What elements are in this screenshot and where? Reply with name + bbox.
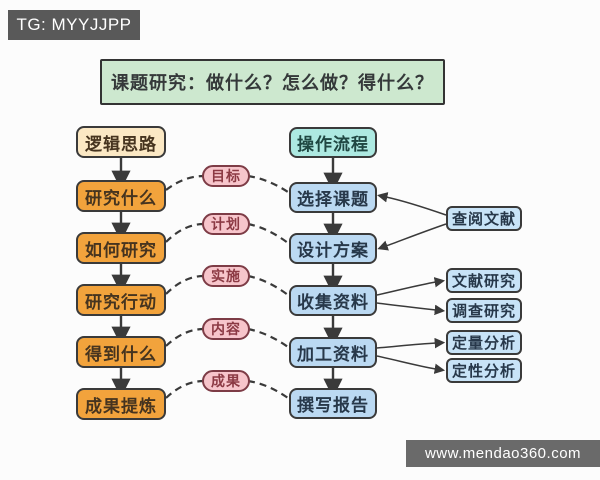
left-step-refine-results: 成果提炼	[76, 388, 166, 420]
stage-label-result: 成果	[202, 370, 250, 392]
stage-label-execute: 实施	[202, 265, 250, 287]
method-literature-research: 文献研究	[446, 268, 522, 293]
stage-label-plan: 计划	[202, 213, 250, 235]
method-qualitative-analysis: 定性分析	[446, 358, 522, 383]
left-column-header: 逻辑思路	[76, 126, 166, 158]
stage-dashed-connectors	[165, 174, 289, 399]
right-step-write-report: 撰写报告	[289, 388, 377, 419]
left-step-research-what: 研究什么	[76, 180, 166, 212]
method-quantitative-analysis: 定量分析	[446, 330, 522, 355]
telegram-watermark-badge: TG: MYYJJPP	[8, 10, 140, 40]
method-literature-review: 查阅文献	[446, 206, 522, 231]
method-arrows	[376, 192, 447, 374]
right-step-process-material: 加工资料	[289, 337, 377, 368]
right-step-design-plan: 设计方案	[289, 233, 377, 264]
right-step-choose-topic: 选择课题	[289, 182, 377, 213]
stage-label-content: 内容	[202, 318, 250, 340]
diagram-title: 课题研究：做什么？怎么做？得什么？	[100, 59, 445, 105]
left-step-how-to-research: 如何研究	[76, 232, 166, 264]
stage-label-goal: 目标	[202, 165, 250, 187]
left-step-research-action: 研究行动	[76, 284, 166, 316]
right-step-collect-material: 收集资料	[289, 285, 377, 316]
right-column-header: 操作流程	[289, 127, 377, 158]
left-step-what-obtained: 得到什么	[76, 336, 166, 368]
website-watermark-badge: www.mendao360.com	[406, 440, 600, 467]
method-survey-research: 调查研究	[446, 298, 522, 323]
